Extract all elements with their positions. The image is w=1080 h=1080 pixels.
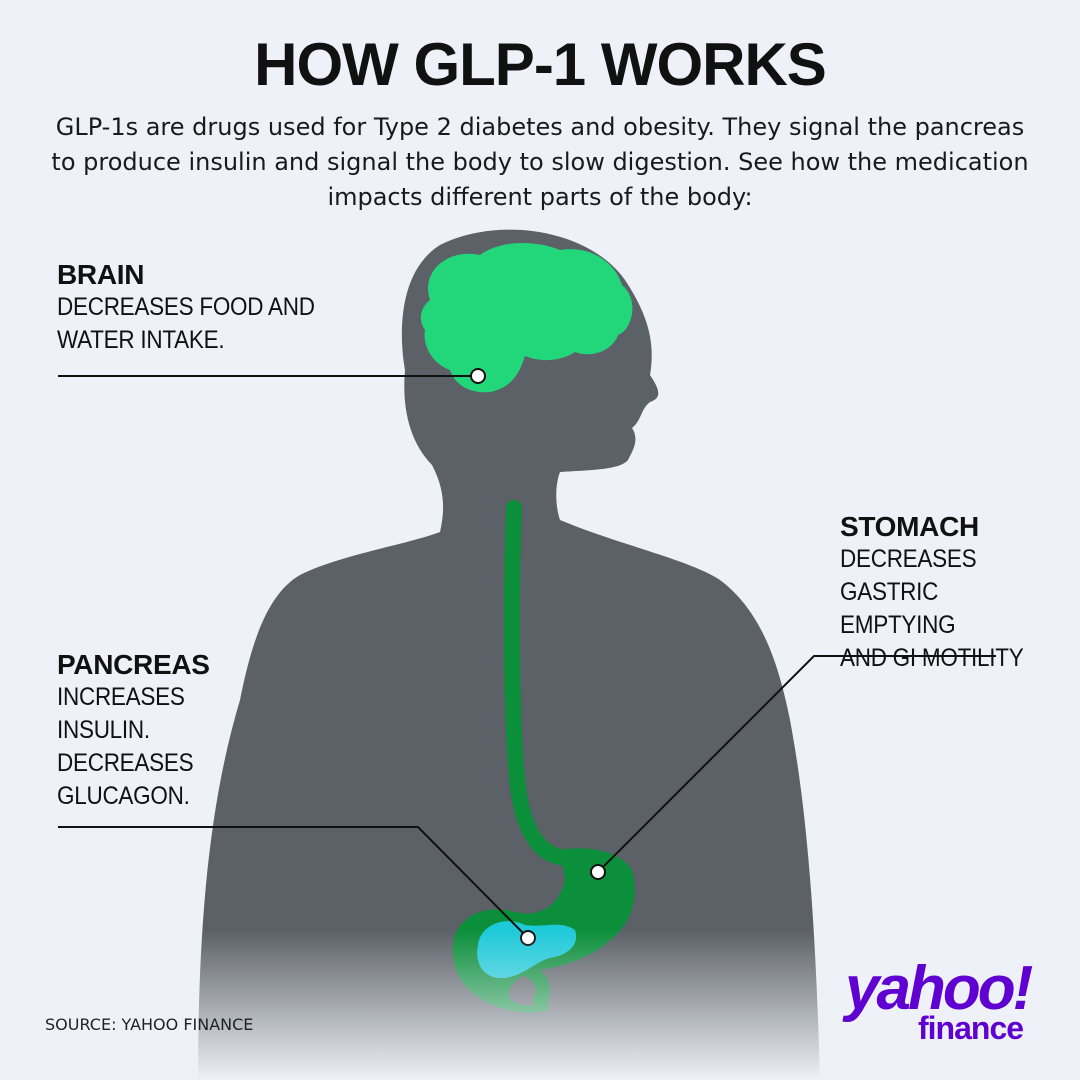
- stomach-leader-line: [597, 655, 996, 873]
- logo-wordmark: yahoo!: [845, 954, 1033, 1023]
- stomach-callout: STOMACH DECREASES GASTRIC EMPTYING AND G…: [840, 510, 1080, 675]
- intro-text: GLP-1s are drugs used for Type 2 diabete…: [51, 113, 1029, 211]
- brain-description: DECREASES FOOD AND WATER INTAKE.: [57, 293, 315, 354]
- logo-subbrand: finance: [918, 1010, 1024, 1046]
- brain-heading: BRAIN: [57, 259, 145, 290]
- pancreas-description: INCREASES INSULIN. DECREASES GLUCAGON.: [57, 683, 194, 810]
- page-title: HOW GLP-1 WORKS: [254, 31, 827, 98]
- gi-tract: [504, 500, 578, 866]
- brain-shape: [420, 243, 633, 393]
- pancreas-heading: PANCREAS: [57, 649, 210, 680]
- stomach-description: DECREASES GASTRIC EMPTYING AND GI MOTILI…: [840, 545, 1024, 672]
- source-note: SOURCE: YAHOO FINANCE: [45, 1015, 254, 1034]
- bottom-fade: [0, 930, 1080, 1080]
- stomach-marker: [590, 864, 606, 880]
- yahoo-finance-logo: yahoo! finance: [845, 954, 1033, 1047]
- pancreas-callout: PANCREAS INCREASES INSULIN. DECREASES GL…: [57, 648, 210, 813]
- pancreas-leader-line: [58, 826, 529, 939]
- brain-callout: BRAIN DECREASES FOOD AND WATER INTAKE.: [57, 258, 343, 357]
- brain-marker: [470, 368, 486, 384]
- stomach-heading: STOMACH: [840, 511, 979, 542]
